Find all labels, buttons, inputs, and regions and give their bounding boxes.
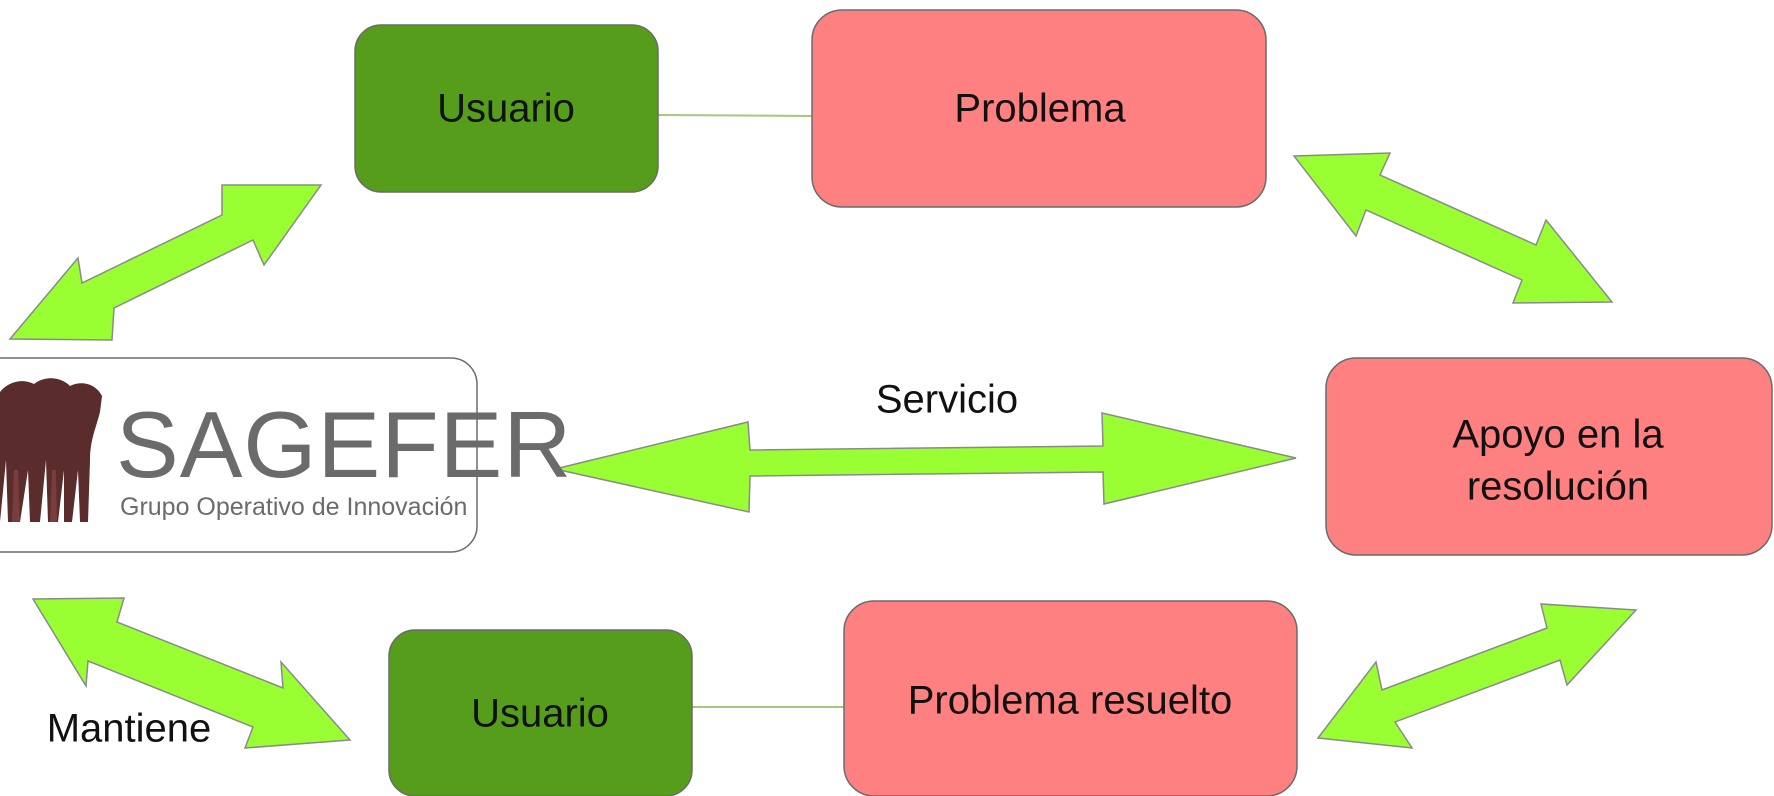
node-apoyo-box: [1325, 357, 1773, 556]
logo-subtitle: Grupo Operativo de Innovación: [120, 493, 467, 521]
node-problema: Problema: [811, 9, 1267, 208]
node-apoyo-label-line2: resolución: [1467, 465, 1649, 509]
connector-usuario-problema: [657, 114, 813, 117]
arrow-problema-apoyo: [1292, 152, 1614, 304]
node-problema-resuelto: Problema resuelto: [843, 600, 1298, 796]
logo-trees-icon: [0, 378, 102, 522]
arrow-logo-usuario-top: [8, 184, 323, 341]
node-usuario-bottom: Usuario: [388, 629, 693, 796]
node-usuario-bottom-box: [388, 629, 693, 796]
label-servicio: Servicio: [876, 378, 1018, 422]
node-problema-resuelto-box: [843, 600, 1298, 796]
node-sagefer-logo: SAGEFER Grupo Operativo de Innovación: [0, 357, 572, 553]
node-usuario-top-label: Usuario: [437, 87, 575, 131]
arrow-usuario-bottom-logo-mantiene: [31, 597, 352, 749]
node-apoyo: Apoyo en la resolución: [1325, 357, 1773, 556]
node-problema-label: Problema: [954, 87, 1126, 131]
node-apoyo-label-line1: Apoyo en la: [1452, 413, 1664, 457]
arrow-logo-apoyo-servicio: [554, 412, 1297, 513]
arrow-apoyo-problema-resuelto: [1316, 603, 1638, 749]
node-problema-resuelto-label: Problema resuelto: [908, 679, 1233, 723]
node-usuario-bottom-label: Usuario: [471, 692, 609, 736]
node-usuario-top-box: [354, 24, 659, 193]
label-mantiene: Mantiene: [47, 707, 212, 751]
logo-frame: [0, 357, 478, 553]
node-problema-box: [811, 9, 1267, 208]
logo-title: SAGEFER: [116, 392, 572, 497]
node-usuario-top: Usuario: [354, 24, 659, 193]
